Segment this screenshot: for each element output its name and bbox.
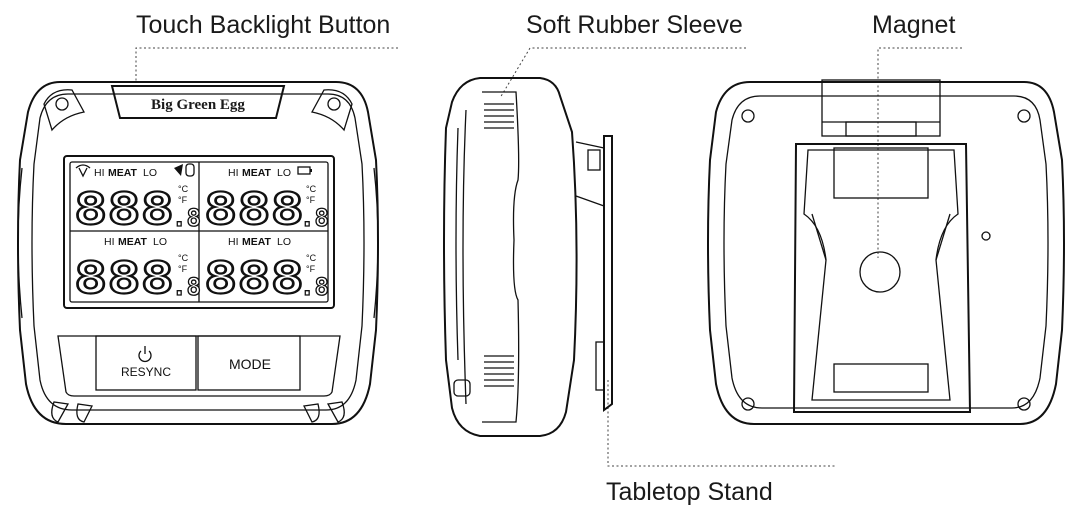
soft-rubber-sleeve-label: Soft Rubber Sleeve [526,11,743,39]
grip-ribs-bottom [484,355,514,387]
lo-label: LO [153,236,167,248]
unit-celsius: °C [306,253,317,263]
temperature-digits: 888 [204,184,304,235]
grip-ribs-top [484,103,514,129]
tabletop-stand-label: Tabletop Stand [606,478,773,506]
button-panel: RESYNC MODE [57,335,341,397]
lo-label: LO [143,167,157,179]
meat-label: MEAT [108,167,138,179]
probe-quadrant-2: HI MEAT LO 888 .8 °C °F [203,167,330,236]
resync-button[interactable]: RESYNC [95,335,197,391]
signal-icon [75,164,91,178]
alarm-icon [174,164,183,176]
corner-bump [43,89,85,132]
meat-label: MEAT [118,236,148,248]
reset-hole [981,231,991,241]
sleeve-icon [185,163,195,177]
lo-label: LO [277,236,291,248]
front-view: Big Green Egg H [17,81,379,425]
tabletop-stand[interactable] [575,135,613,412]
hi-label: HI [94,167,105,179]
callout-tabletop-stand: Tabletop Stand [606,380,836,506]
lcd-display: HI MEAT LO 888 .8 °C °F HI MEAT LO 888 .… [63,155,335,309]
magnet-label: Magnet [872,11,955,39]
soft-rubber-sleeve [443,77,578,437]
resync-label: RESYNC [121,365,171,379]
probe-quadrant-1: HI MEAT LO 888 .8 °C °F [73,167,202,236]
hi-label: HI [228,167,239,179]
back-view [707,79,1065,425]
touch-backlight-label: Touch Backlight Button [136,11,390,39]
temperature-digits: 888 [204,253,304,304]
hi-label: HI [104,236,115,248]
magnet [859,251,901,293]
lo-label: LO [277,167,291,179]
hi-label: HI [228,236,239,248]
meat-label: MEAT [242,236,272,248]
side-view [443,77,613,437]
unit-fahrenheit: °F [306,195,316,205]
meat-label: MEAT [242,167,272,179]
unit-celsius: °C [178,253,189,263]
mode-button[interactable]: MODE [197,335,301,391]
temperature-digits: 888 [74,253,174,304]
unit-celsius: °C [306,184,317,194]
mode-label: MODE [229,356,271,372]
power-icon [138,346,152,363]
probe-quadrant-4: HI MEAT LO 888 .8 °C °F [203,236,330,305]
tabletop-stand-back[interactable] [792,143,972,413]
unit-fahrenheit: °F [178,264,188,274]
callout-touch-backlight: Touch Backlight Button [135,11,398,82]
brand-logo-text: Big Green Egg [151,97,245,113]
battery-icon [297,166,312,175]
decimal-digit: .8 [300,204,329,232]
unit-fahrenheit: °F [178,195,188,205]
temperature-digits: 888 [74,184,174,235]
decimal-digit: .8 [172,204,201,232]
probe-quadrant-3: HI MEAT LO 888 .8 °C °F [73,236,202,305]
touch-backlight-button[interactable]: Big Green Egg [110,85,286,119]
side-port [453,379,471,397]
decimal-digit: .8 [300,273,329,301]
unit-celsius: °C [178,184,189,194]
unit-fahrenheit: °F [306,264,316,274]
callout-magnet: Magnet [872,11,962,258]
callout-soft-rubber-sleeve: Soft Rubber Sleeve [499,11,746,99]
decimal-digit: .8 [172,273,201,301]
corner-bump [311,89,353,132]
